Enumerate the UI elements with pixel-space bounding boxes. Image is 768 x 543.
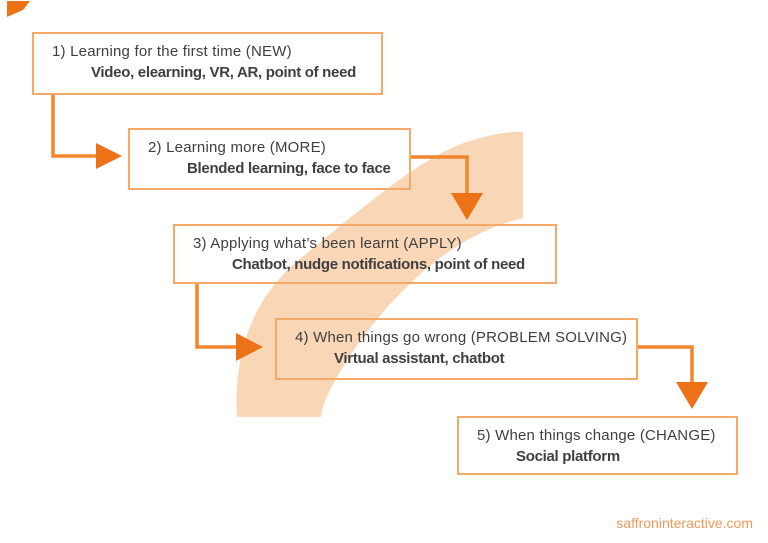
connector-3-4 (195, 284, 263, 361)
step-box-3: 3) Applying what’s been learnt (APPLY) C… (173, 224, 557, 284)
connector-2-3-arrowhead-icon (451, 193, 483, 220)
step-box-2: 2) Learning more (MORE) Blended learning… (128, 128, 411, 190)
step-2-subtitle: Blended learning, face to face (187, 160, 391, 177)
step-2-title: 2) Learning more (MORE) (148, 139, 326, 156)
step-5-title: 5) When things change (CHANGE) (477, 427, 716, 444)
s-curve-swoosh (236, 131, 523, 417)
connector-4-5-arrowhead-icon (676, 382, 708, 409)
connector-3-4-arrowhead-icon (236, 333, 263, 361)
footer-link[interactable]: saffroninteractive.com (616, 515, 753, 531)
corner-arrow-fragment-icon (7, 1, 30, 17)
step-1-subtitle: Video, elearning, VR, AR, point of need (91, 64, 356, 81)
step-3-title: 3) Applying what’s been learnt (APPLY) (193, 235, 462, 252)
connector-3-4-stem (195, 284, 237, 349)
connector-4-5 (638, 345, 708, 409)
connector-1-2-stem (51, 95, 97, 158)
connector-2-3-stem (411, 155, 469, 194)
step-4-title: 4) When things go wrong (PROBLEM SOLVING… (295, 329, 628, 346)
step-5-subtitle: Social platform (516, 448, 620, 465)
step-box-5: 5) When things change (CHANGE) Social pl… (457, 416, 738, 475)
connector-2-3 (411, 155, 483, 220)
connector-4-5-stem (638, 345, 694, 383)
connector-1-2-arrowhead-icon (96, 143, 122, 169)
step-box-4: 4) When things go wrong (PROBLEM SOLVING… (275, 318, 638, 380)
step-4-subtitle: Virtual assistant, chatbot (334, 350, 505, 367)
step-1-title: 1) Learning for the first time (NEW) (52, 43, 292, 60)
step-box-1: 1) Learning for the first time (NEW) Vid… (32, 32, 383, 95)
step-3-subtitle: Chatbot, nudge notifications, point of n… (232, 256, 525, 273)
connector-1-2 (51, 95, 122, 169)
